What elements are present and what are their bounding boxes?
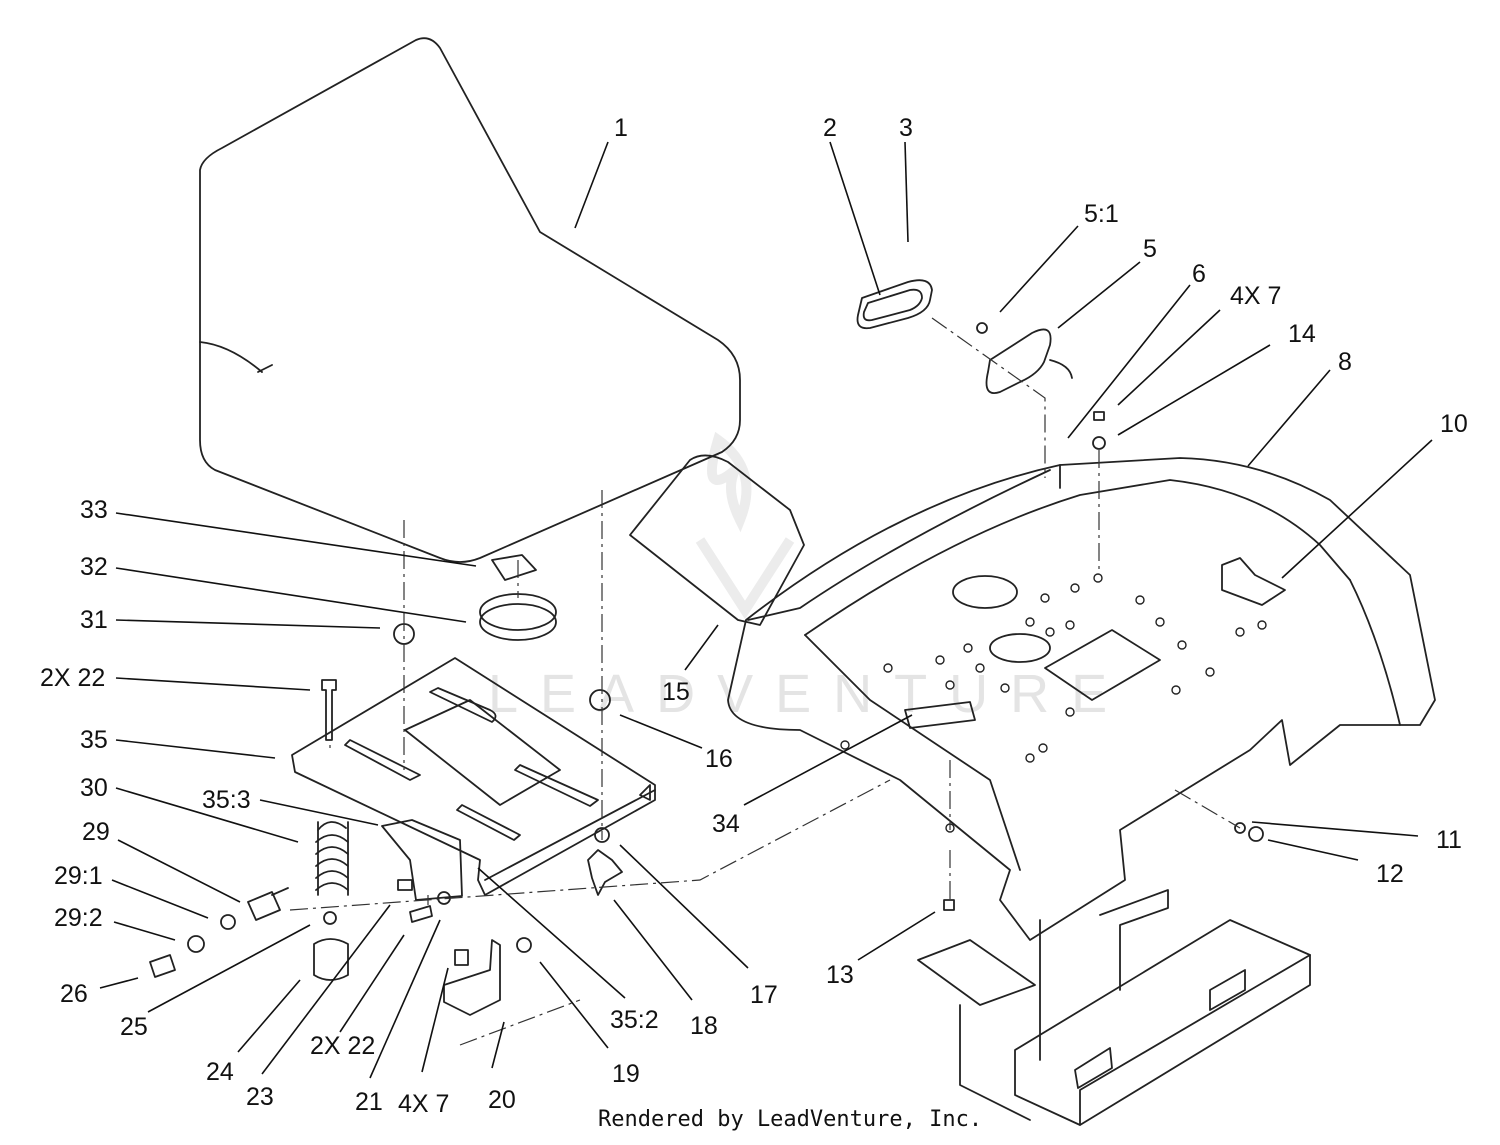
callout-35-2: 35:2 <box>610 1006 659 1034</box>
pad-part <box>491 554 537 581</box>
bolt-part <box>943 899 955 911</box>
nut-part <box>516 937 532 953</box>
callout-35-3: 35:3 <box>202 786 251 814</box>
callout-13: 13 <box>826 961 854 989</box>
tail-light-part <box>856 279 1106 450</box>
washer-part <box>589 689 611 711</box>
switch-part <box>149 887 289 978</box>
callout-18: 18 <box>690 1012 718 1040</box>
seat-cover-part <box>629 454 805 626</box>
callout-25: 25 <box>120 1013 148 1041</box>
bushing-part <box>313 938 349 981</box>
callout-labels: 1 2 3 5:1 5 6 4X 7 14 8 10 33 32 31 2X 2… <box>40 114 1468 1118</box>
bracket-part <box>381 819 463 901</box>
seat-part <box>199 37 741 563</box>
fender-deck-part <box>727 457 1436 941</box>
callout-16: 16 <box>705 745 733 773</box>
fender-holes <box>840 573 1267 833</box>
washer-part <box>594 827 610 843</box>
bolt-part <box>454 949 469 966</box>
callout-32: 32 <box>80 553 108 581</box>
callout-12: 12 <box>1376 860 1404 888</box>
bolt-part <box>409 905 433 923</box>
callout-6: 6 <box>1192 260 1206 288</box>
bumper-part <box>479 593 557 641</box>
watermark-text: LEADVENTURE <box>488 664 1129 724</box>
callout-4x7-bottom: 4X 7 <box>398 1090 449 1118</box>
watermark-logo-icon <box>695 431 795 620</box>
callout-29-1: 29:1 <box>54 862 103 890</box>
bolt-part <box>321 679 337 741</box>
callout-8: 8 <box>1338 348 1352 376</box>
spring-part <box>315 821 349 896</box>
callout-10: 10 <box>1440 410 1468 438</box>
callout-26: 26 <box>60 980 88 1008</box>
callout-4x7-top: 4X 7 <box>1230 282 1281 310</box>
leader-lines <box>99 141 1433 1079</box>
callout-21: 21 <box>355 1088 383 1116</box>
washer-part <box>1234 822 1246 834</box>
callout-5-1: 5:1 <box>1084 200 1119 228</box>
callout-34: 34 <box>712 810 740 838</box>
callout-14: 14 <box>1288 320 1316 348</box>
callout-33: 33 <box>80 496 108 524</box>
callout-29-2: 29:2 <box>54 904 103 932</box>
callout-5: 5 <box>1143 235 1157 263</box>
knob-part <box>587 849 623 896</box>
callout-19: 19 <box>612 1060 640 1088</box>
assembly-lines <box>289 317 1241 1046</box>
callout-23: 23 <box>246 1083 274 1111</box>
callout-31: 31 <box>80 606 108 634</box>
callout-24: 24 <box>206 1058 234 1086</box>
frame-part <box>917 889 1311 1126</box>
seat-pan-part <box>291 657 656 896</box>
callout-2x22-bottom: 2X 22 <box>310 1032 375 1060</box>
callout-30: 30 <box>80 774 108 802</box>
credit-text: Rendered by LeadVenture, Inc. <box>598 1107 982 1132</box>
callout-29: 29 <box>82 818 110 846</box>
washer-part <box>323 911 337 925</box>
callout-11: 11 <box>1436 826 1462 854</box>
bracket-20-part <box>443 939 501 1016</box>
callout-2x22-top: 2X 22 <box>40 664 105 692</box>
callout-2: 2 <box>823 114 837 142</box>
callout-17: 17 <box>750 981 778 1009</box>
callout-20: 20 <box>488 1086 516 1114</box>
callout-3: 3 <box>899 114 913 142</box>
nut-part <box>1248 826 1264 842</box>
callout-1: 1 <box>614 114 628 142</box>
callout-35: 35 <box>80 726 108 754</box>
bolt-part <box>397 879 413 891</box>
callout-15: 15 <box>662 678 690 706</box>
